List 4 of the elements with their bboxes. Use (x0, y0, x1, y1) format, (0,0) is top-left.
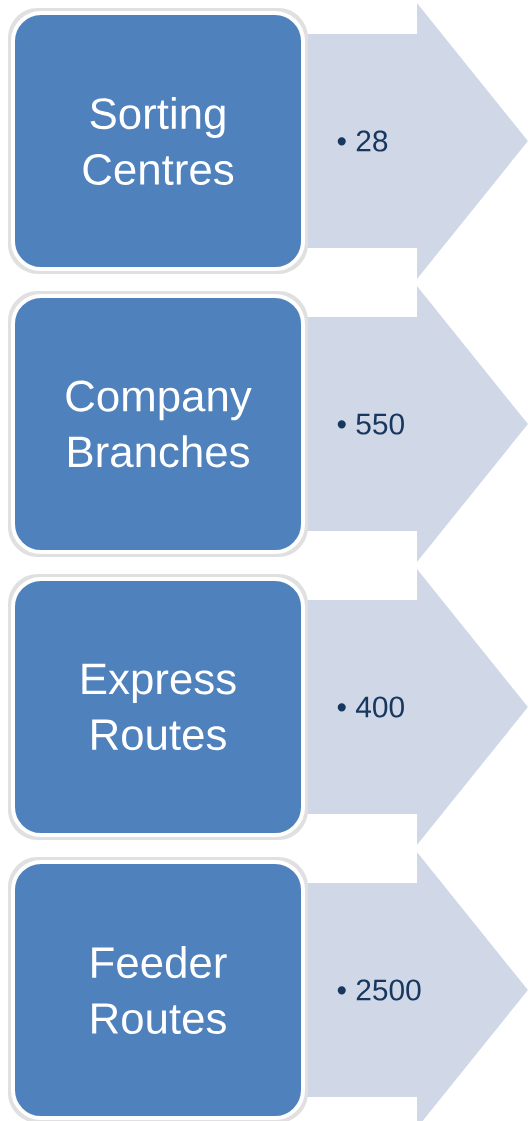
rounded-box: Feeder Routes (8, 857, 308, 1121)
rounded-box: Express Routes (8, 574, 308, 840)
rounded-box: Company Branches (8, 291, 308, 557)
rounded-box: Sorting Centres (8, 8, 308, 274)
